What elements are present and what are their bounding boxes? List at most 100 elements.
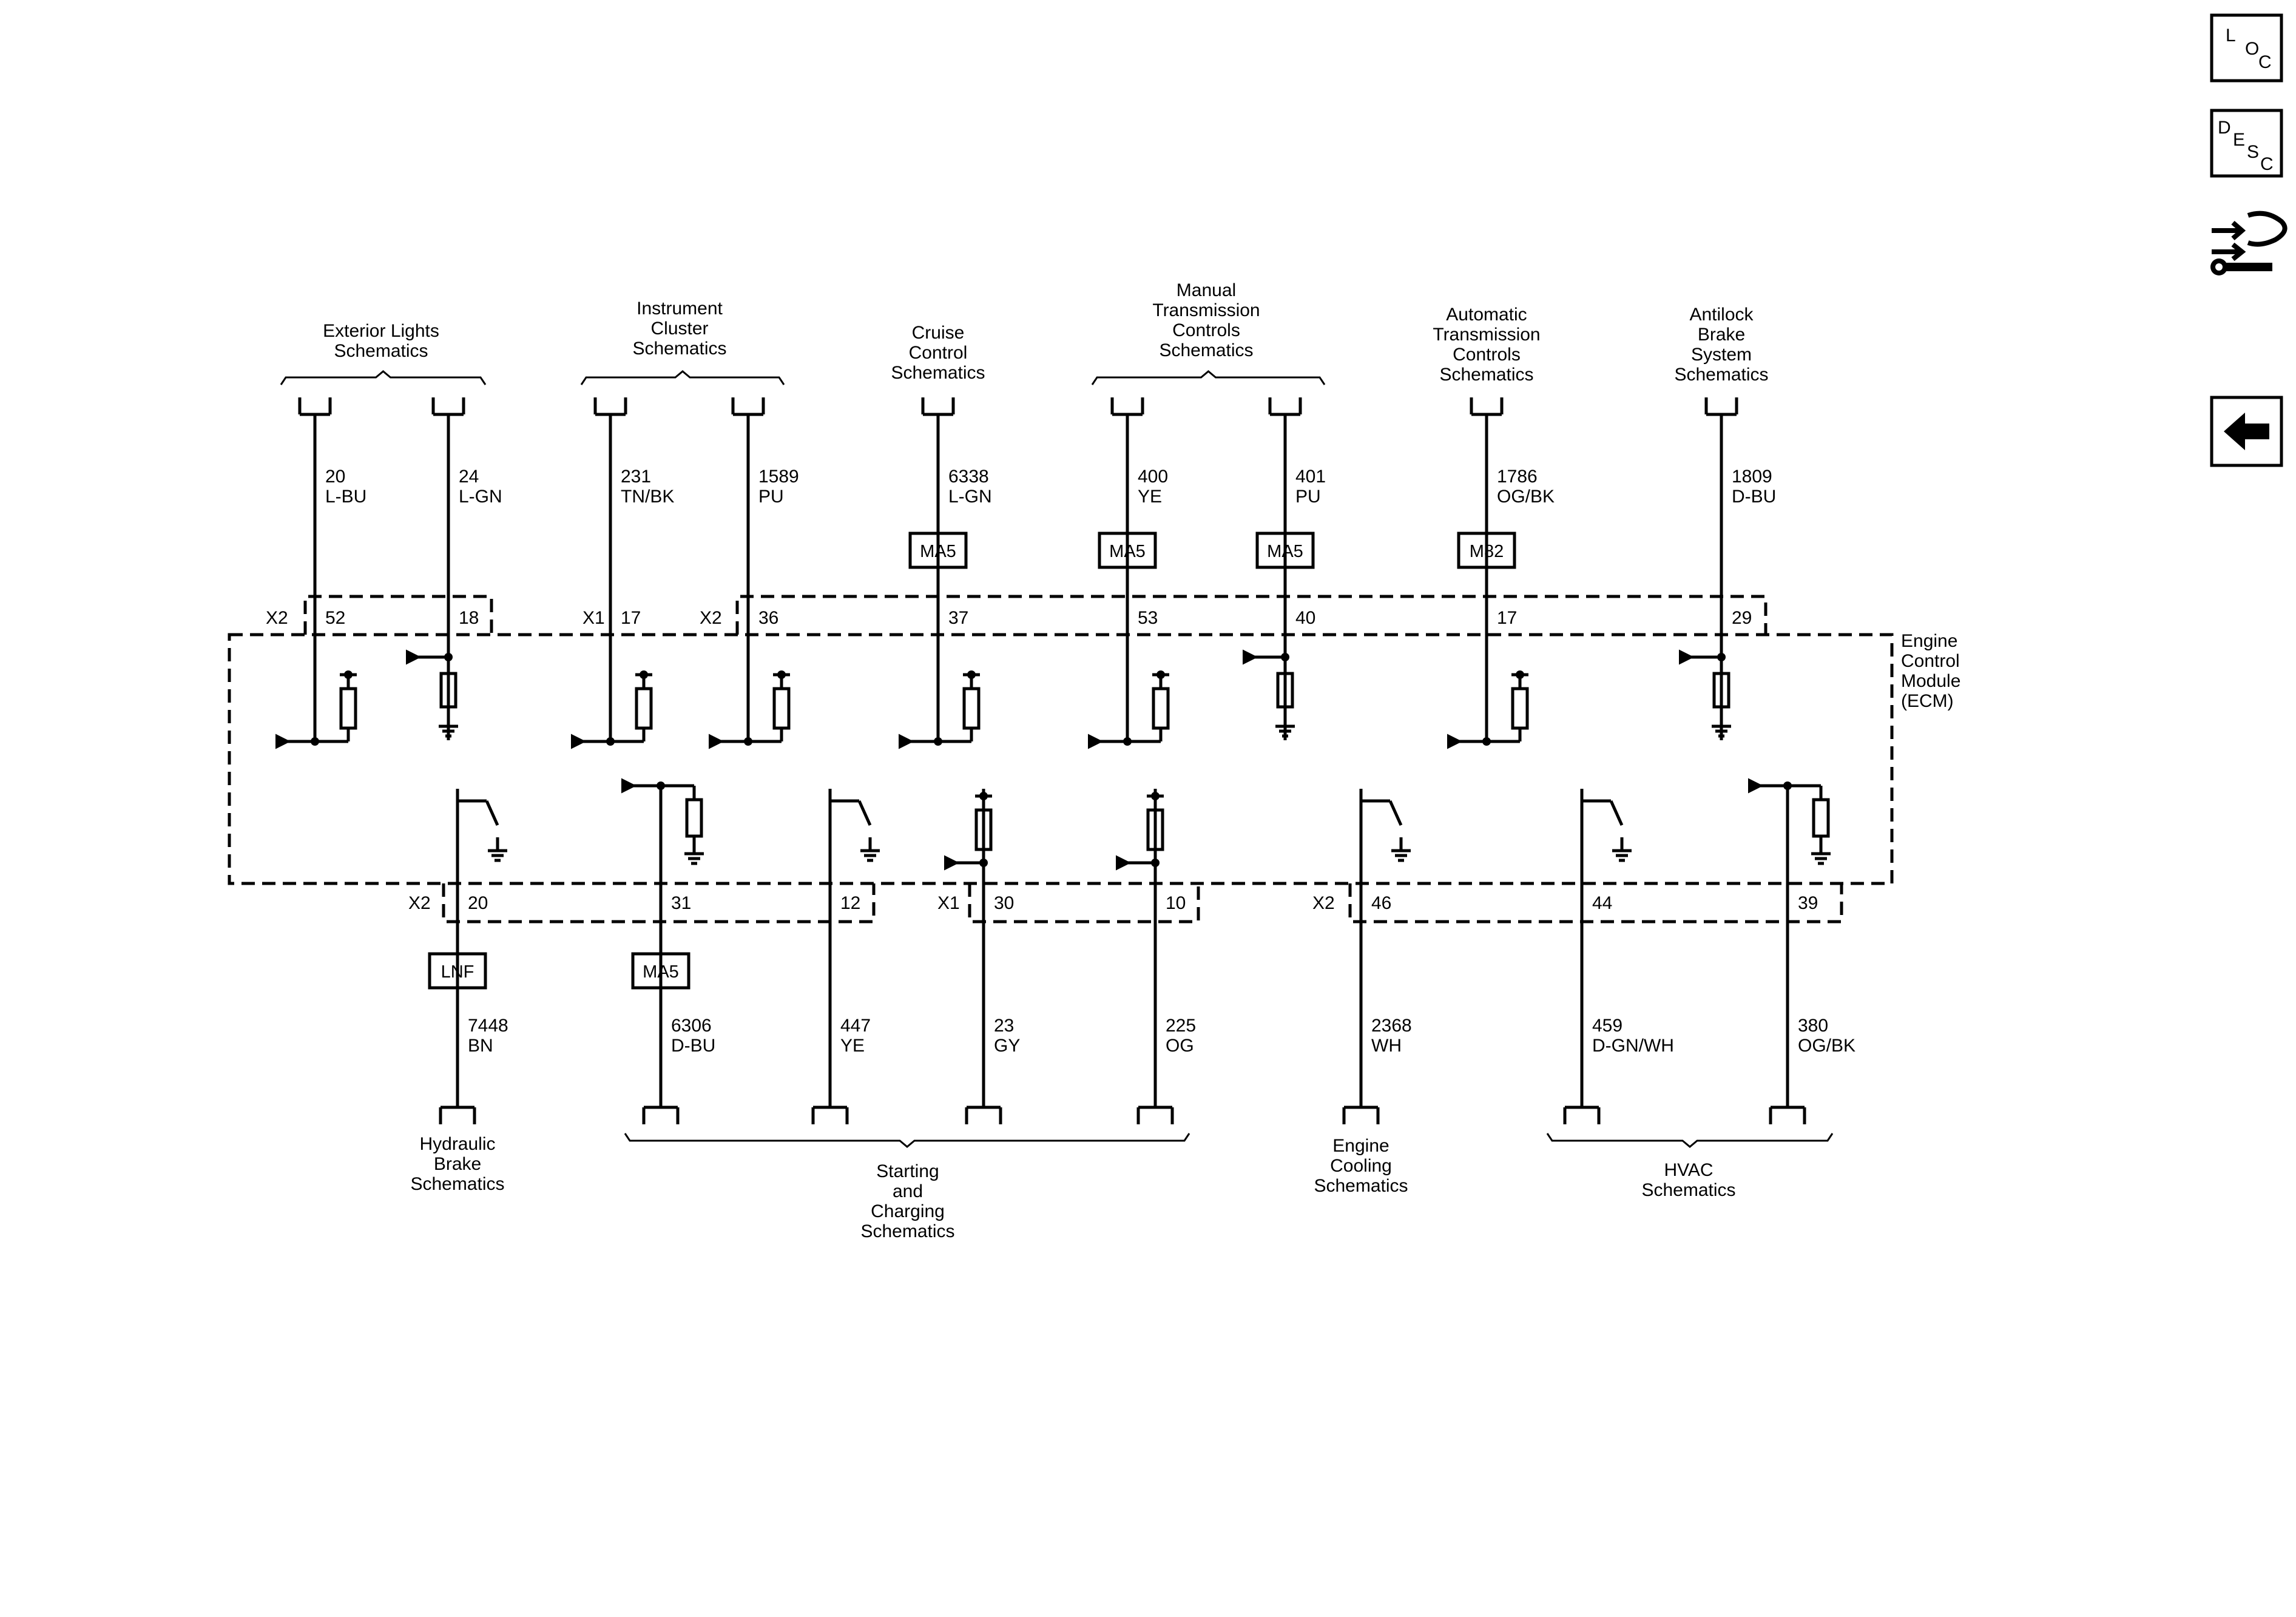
pin-number: 39 — [1798, 893, 1818, 913]
pin-number: 53 — [1138, 608, 1158, 628]
group-label: Schematics — [1439, 365, 1533, 385]
group-label: Schematics — [632, 339, 726, 359]
circuit-number: 1589 — [758, 467, 799, 487]
group-label: Schematics — [860, 1221, 954, 1241]
group-label: Instrument — [636, 299, 723, 319]
desc-button[interactable]: D E S C — [2210, 109, 2283, 178]
pin-number: 12 — [840, 893, 860, 913]
pin-number: 37 — [948, 608, 968, 628]
wire-color: YE — [840, 1036, 865, 1056]
option-code: MA5 — [1109, 542, 1146, 561]
circuit-number: 231 — [621, 467, 651, 487]
option-code: MA5 — [1267, 542, 1303, 561]
resistor — [962, 687, 981, 730]
switch-contact — [485, 800, 499, 826]
connector-x1-bot — [968, 883, 1200, 923]
group-label: HVAC — [1664, 1160, 1713, 1180]
group-label: Controls — [1453, 345, 1521, 365]
group-label: and — [893, 1181, 923, 1201]
pin-number: 10 — [1166, 893, 1186, 913]
circuit-number: 1786 — [1497, 467, 1538, 487]
option-box — [1255, 532, 1315, 569]
connector-name: X2 — [1312, 893, 1335, 913]
svg-text:D: D — [2218, 118, 2231, 138]
switch-contact — [857, 800, 872, 826]
group-label: Antilock — [1689, 305, 1754, 325]
svg-text:L: L — [2226, 25, 2236, 46]
group-brace — [280, 370, 487, 385]
wire-color: D-BU — [671, 1036, 715, 1056]
option-box — [631, 952, 690, 990]
group-label: Control — [909, 343, 968, 363]
group-label: Schematics — [1674, 365, 1768, 385]
resistor — [1812, 798, 1830, 838]
group-label: Transmission — [1433, 325, 1540, 345]
wire-color: OG/BK — [1497, 487, 1555, 507]
option-code: M82 — [1470, 542, 1504, 561]
ecm-label: Module — [1901, 671, 1960, 691]
connector-name: X1 — [937, 893, 960, 913]
circuit-number: 2368 — [1371, 1016, 1412, 1036]
wire-color: WH — [1371, 1036, 1402, 1056]
switch-contact — [1609, 800, 1624, 826]
junction-dot — [344, 670, 353, 679]
circuit-number: 24 — [459, 467, 479, 487]
wire-color: BN — [468, 1036, 493, 1056]
wire-color: PU — [1295, 487, 1321, 507]
junction-dot — [1156, 670, 1165, 679]
junction-dot — [979, 792, 988, 800]
option-box — [1457, 532, 1516, 569]
wire-color: D-GN/WH — [1592, 1036, 1674, 1056]
group-brace — [1546, 1133, 1834, 1148]
circuit-number: 6306 — [671, 1016, 712, 1036]
resistor — [1511, 687, 1529, 730]
connector-name: X2 — [700, 608, 722, 628]
wire-color: L-GN — [459, 487, 502, 507]
circuit-number: 6338 — [948, 467, 989, 487]
connector-name: X2 — [408, 893, 431, 913]
group-label: System — [1691, 345, 1752, 365]
loc-button[interactable]: L O C — [2210, 13, 2283, 83]
ecm-label: Engine — [1901, 631, 1957, 651]
option-code: LNF — [441, 962, 474, 982]
pin-number: 18 — [459, 608, 479, 628]
back-arrow-button[interactable] — [2210, 396, 2283, 467]
resistor — [1152, 687, 1170, 730]
circuit-number: 400 — [1138, 467, 1168, 487]
group-label: Brake — [1698, 325, 1745, 345]
option-box — [1098, 532, 1157, 569]
switch-contact — [1388, 800, 1403, 826]
pin-number: 46 — [1371, 893, 1391, 913]
connector-x2-top-a — [303, 595, 493, 635]
group-label: Schematics — [1314, 1176, 1408, 1196]
ecm-module-boundary — [228, 633, 1894, 885]
svg-text:S: S — [2247, 142, 2259, 162]
ecm-label: (ECM) — [1901, 691, 1954, 711]
wire-color: OG — [1166, 1036, 1194, 1056]
repair-procedure-icon[interactable] — [2210, 211, 2288, 275]
resistor — [635, 687, 653, 730]
group-label: Hydraulic — [419, 1134, 495, 1154]
pin-number: 40 — [1295, 608, 1315, 628]
svg-text:E: E — [2233, 130, 2245, 150]
group-label: Engine — [1332, 1136, 1389, 1156]
group-label: Schematics — [1641, 1180, 1735, 1200]
wire-color: TN/BK — [621, 487, 674, 507]
pin-number: 52 — [325, 608, 345, 628]
circuit-number: 459 — [1592, 1016, 1622, 1036]
resistor — [772, 687, 791, 730]
junction-dot — [777, 670, 786, 679]
ecm-label: Control — [1901, 651, 1960, 671]
group-label: Manual — [1177, 280, 1236, 300]
connector-x2-bot-a — [442, 883, 876, 923]
group-label: Schematics — [334, 341, 428, 361]
group-label: Brake — [434, 1154, 481, 1174]
junction-dot — [640, 670, 648, 679]
option-code: MA5 — [920, 542, 956, 561]
pin-number: 31 — [671, 893, 691, 913]
group-label: Schematics — [1159, 340, 1253, 360]
connector-x2-top-b — [735, 595, 1768, 635]
junction-dot — [967, 670, 976, 679]
pin-number: 30 — [994, 893, 1014, 913]
